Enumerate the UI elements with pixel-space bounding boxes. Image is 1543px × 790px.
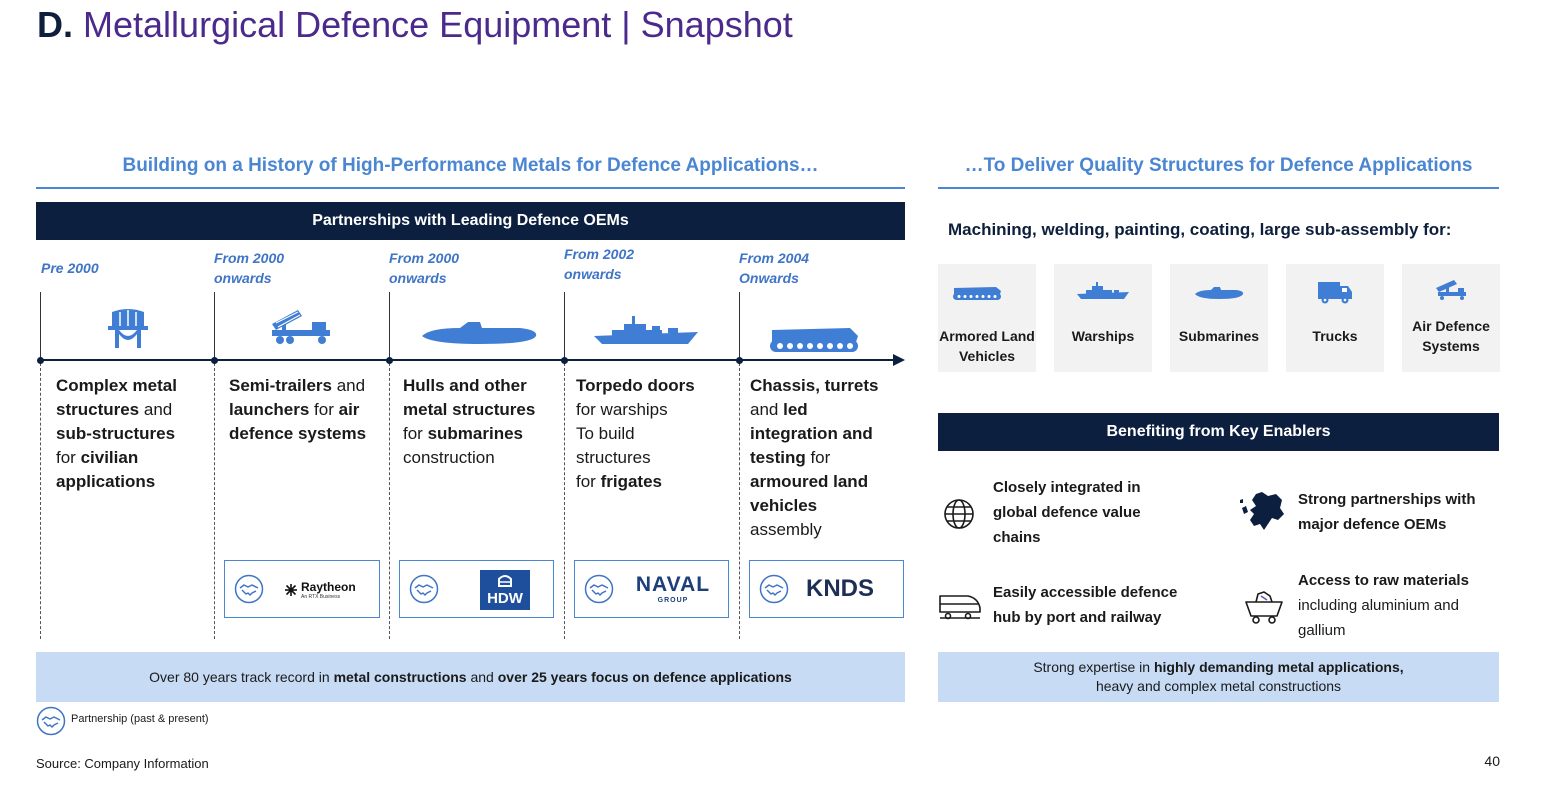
track-record-band: Over 80 years track record in metal cons… [36, 652, 905, 702]
missile-launcher-icon [272, 310, 330, 344]
tile-label: Submarines [1178, 328, 1260, 344]
raytheon-name: Raytheon [301, 580, 356, 594]
period-label-1: From 2000 onwards [214, 248, 284, 288]
europe-map-icon [1240, 492, 1284, 530]
tile-armored-land-vehicles: Armored Land Vehicles [938, 264, 1036, 372]
expertise-band: Strong expertise in highly demanding met… [938, 652, 1499, 702]
mine-cart-icon [1245, 591, 1283, 624]
period-line1: From 2002 [564, 246, 635, 262]
tile-warships: Warships [1054, 264, 1152, 372]
left-section-heading: Building on a History of High-Performanc… [122, 155, 819, 176]
title-prefix: D. [37, 4, 73, 45]
naval-sub: GROUP [657, 597, 689, 604]
handshake-icon [234, 574, 264, 604]
warship-icon [1077, 282, 1129, 299]
timeline-dot-4 [736, 357, 743, 364]
handshake-legend-icon [36, 706, 66, 736]
key-enablers-bar: Benefiting from Key Enablers [938, 413, 1499, 451]
raytheon-sub: An RTX Business [301, 594, 341, 600]
armored-vehicle-icon [953, 287, 1001, 300]
tile-label: Air Defence Systems [1412, 318, 1490, 354]
timeline-divider-3-top [564, 292, 565, 358]
partner-box-knds: KNDS [749, 560, 904, 618]
raytheon-mark-icon [285, 584, 297, 596]
period-label-3: From 2002 onwards [564, 244, 634, 284]
period-line2: onwards [214, 270, 272, 286]
period-label-0: Pre 2000 [41, 258, 99, 278]
period-line1: From 2000 [214, 250, 285, 266]
source-note: Source: Company Information [36, 756, 209, 771]
page-title: D. Metallurgical Defence Equipment | Sna… [37, 4, 793, 46]
train-icon [939, 595, 981, 620]
tile-label: Warships [1071, 328, 1135, 344]
tile-submarines: Submarines [1170, 264, 1268, 372]
timeline-divider-2 [389, 363, 390, 639]
tile-label: Trucks [1312, 328, 1358, 344]
timeline-dot-3 [561, 357, 568, 364]
tile-air-defence-systems: Air Defence Systems [1402, 264, 1500, 372]
naval-group-logo: NAVAL GROUP [623, 573, 723, 607]
partner-box-naval-group: NAVAL GROUP [574, 560, 729, 618]
timeline-dot-0 [37, 357, 44, 364]
bridge-icon [108, 309, 148, 348]
handshake-icon [759, 574, 789, 604]
period-line2: onwards [564, 266, 622, 282]
submarine-icon [422, 322, 537, 344]
truck-icon [1318, 282, 1352, 304]
period-line2: onwards [389, 270, 447, 286]
partner-box-raytheon: Raytheon An RTX Business [224, 560, 380, 618]
timeline-divider-4 [739, 363, 740, 639]
right-section-heading: …To Deliver Quality Structures for Defen… [964, 155, 1473, 176]
timeline-divider-3 [564, 363, 565, 639]
handshake-icon [584, 574, 614, 604]
left-heading-underline [36, 187, 905, 189]
knds-logo: KNDS [806, 575, 875, 602]
legend-label: Partnership (past & present) [71, 713, 209, 725]
tile-label: Armored Land Vehicles [939, 328, 1035, 364]
period-line1: From 2004 [739, 250, 810, 266]
timeline-dot-1 [211, 357, 218, 364]
period-line1: From 2000 [389, 250, 460, 266]
timeline-divider-0-top [40, 292, 41, 358]
timeline-divider-1-top [214, 292, 215, 358]
title-main: Metallurgical Defence Equipment | Snapsh… [83, 4, 793, 45]
timeline-divider-2-top [389, 292, 390, 358]
armored-vehicle-icon [770, 328, 858, 352]
right-heading-underline [938, 187, 1499, 189]
tile-trucks: Trucks [1286, 264, 1384, 372]
timeline-dot-2 [386, 357, 393, 364]
warship-icon [594, 316, 698, 344]
partner-box-hdw: HDW [399, 560, 554, 618]
services-subheading: Machining, welding, painting, coating, l… [948, 220, 1452, 239]
globe-icon [944, 499, 974, 529]
page-number: 40 [1484, 753, 1500, 769]
hdw-mark-icon [498, 575, 512, 587]
period-label-2: From 2000 onwards [389, 248, 459, 288]
timeline-divider-4-top [739, 292, 740, 358]
timeline-axis [40, 359, 894, 361]
timeline-divider-1 [214, 363, 215, 639]
hdw-logo: HDW [480, 570, 530, 610]
partnerships-bar: Partnerships with Leading Defence OEMs [36, 202, 905, 240]
handshake-icon [409, 574, 439, 604]
timeline-divider-0 [40, 363, 41, 639]
period-line1: Pre 2000 [41, 260, 99, 276]
raytheon-logo: Raytheon An RTX Business [283, 579, 373, 603]
period-line2: Onwards [739, 270, 799, 286]
submarine-icon [1195, 287, 1244, 299]
air-defence-icon [1436, 280, 1466, 300]
timeline-arrow-icon [893, 354, 905, 366]
naval-name: NAVAL [635, 573, 711, 596]
hdw-name: HDW [487, 590, 523, 607]
